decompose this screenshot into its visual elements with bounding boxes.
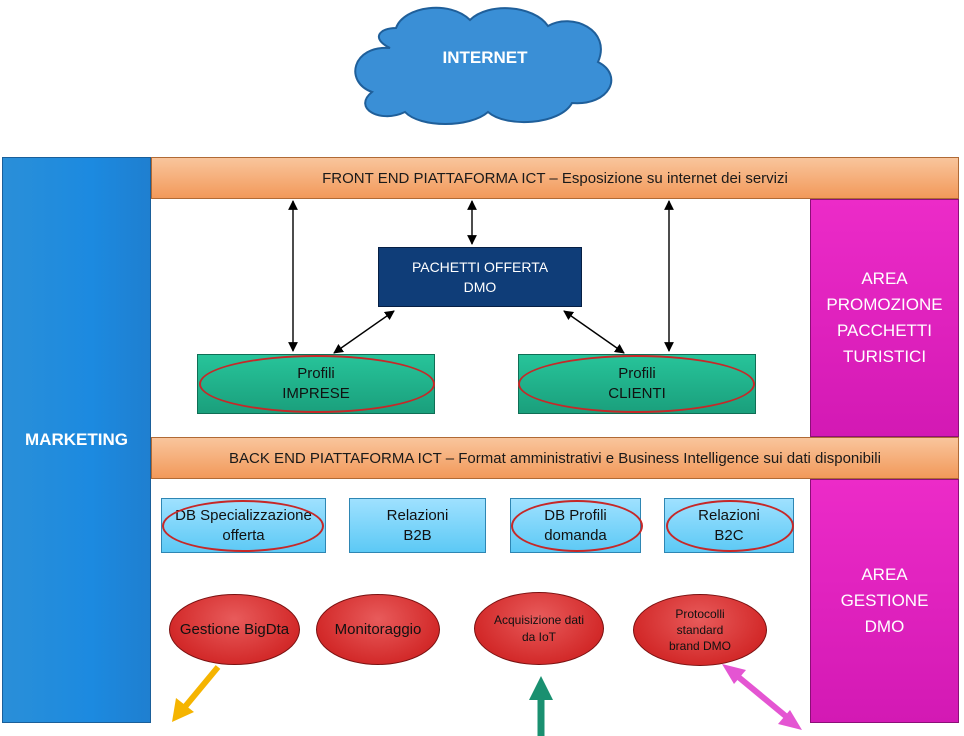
- marketing-label: MARKETING: [25, 430, 128, 449]
- area-gestione-line: GESTIONE: [840, 591, 929, 610]
- acquisizione-iot-bubble: Acquisizione dati da IoT: [474, 592, 604, 665]
- internet-label: INTERNET: [442, 48, 528, 67]
- area-promozione: AREA PROMOZIONE PACCHETTI TURISTICI: [810, 199, 959, 437]
- highlight-ring: [511, 500, 643, 552]
- teal-arrow: [529, 676, 553, 736]
- highlight-ring: [518, 355, 755, 413]
- front-end-band: FRONT END PIATTAFORMA ICT – Esposizione …: [151, 157, 959, 199]
- area-gestione-line: DMO: [864, 617, 905, 636]
- arrow-pacchetti-clienti: [563, 310, 625, 354]
- area-gestione: AREA GESTIONE DMO: [810, 479, 959, 723]
- gestione-bigdta-bubble: Gestione BigDta: [169, 594, 300, 665]
- area-gestione-line: AREA: [861, 565, 908, 584]
- yellow-arrow: [172, 665, 221, 722]
- highlight-ring: [666, 500, 794, 552]
- pacchetti-offerta-box: PACHETTI OFFERTA DMO: [378, 247, 582, 307]
- magenta-double-arrow: [722, 664, 802, 730]
- relazioni-b2b-box: Relazioni B2B: [349, 498, 486, 553]
- protocolli-brand-bubble: Protocolli standard brand DMO: [633, 594, 767, 666]
- area-promozione-line: TURISTICI: [842, 347, 927, 366]
- back-end-band: BACK END PIATTAFORMA ICT – Format ammini…: [151, 437, 959, 479]
- area-promozione-line: PROMOZIONE: [826, 295, 943, 314]
- arrow-pacchetti-imprese: [333, 310, 395, 354]
- marketing-column: MARKETING: [2, 157, 151, 723]
- monitoraggio-bubble: Monitoraggio: [316, 594, 440, 665]
- internet-cloud: [354, 6, 613, 125]
- front-end-label: FRONT END PIATTAFORMA ICT – Esposizione …: [322, 169, 788, 187]
- back-end-label: BACK END PIATTAFORMA ICT – Format ammini…: [229, 449, 881, 467]
- area-promozione-line: PACCHETTI: [836, 321, 933, 340]
- area-promozione-line: AREA: [861, 269, 908, 288]
- highlight-ring: [162, 500, 324, 552]
- highlight-ring: [199, 355, 435, 413]
